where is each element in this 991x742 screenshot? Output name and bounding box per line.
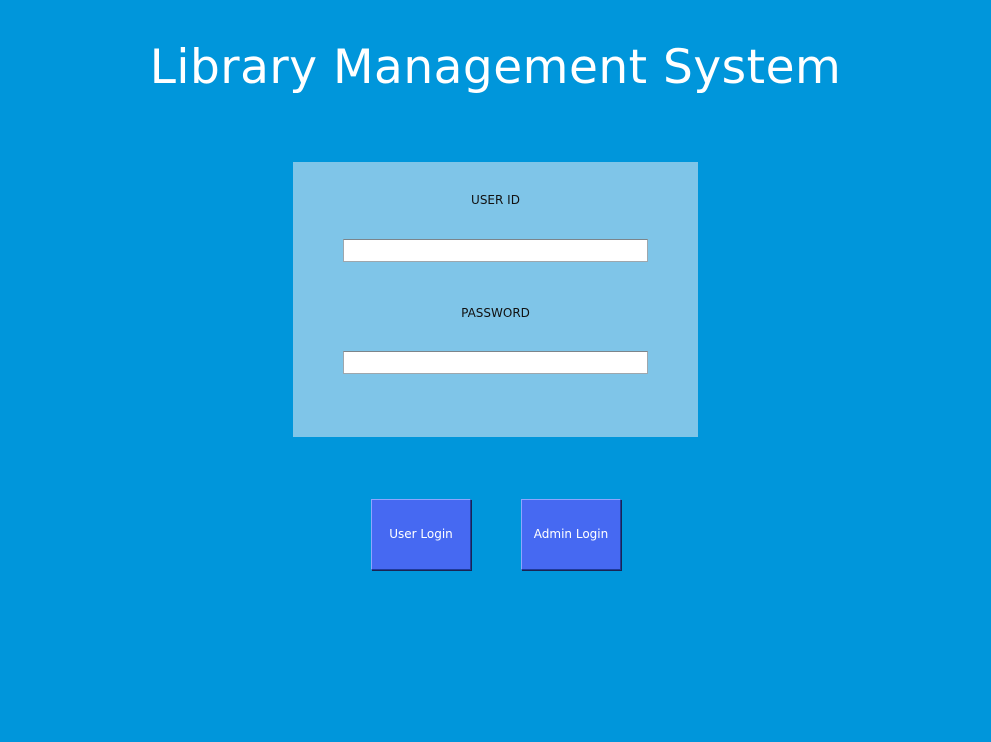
admin-login-button[interactable]: Admin Login — [521, 499, 621, 570]
password-label: PASSWORD — [461, 306, 530, 320]
user-login-button[interactable]: User Login — [371, 499, 471, 570]
login-panel: USER ID PASSWORD — [293, 162, 698, 437]
user-id-label: USER ID — [471, 193, 520, 207]
user-id-input[interactable] — [343, 239, 648, 262]
password-input[interactable] — [343, 351, 648, 374]
app-title: Library Management System — [149, 40, 842, 95]
